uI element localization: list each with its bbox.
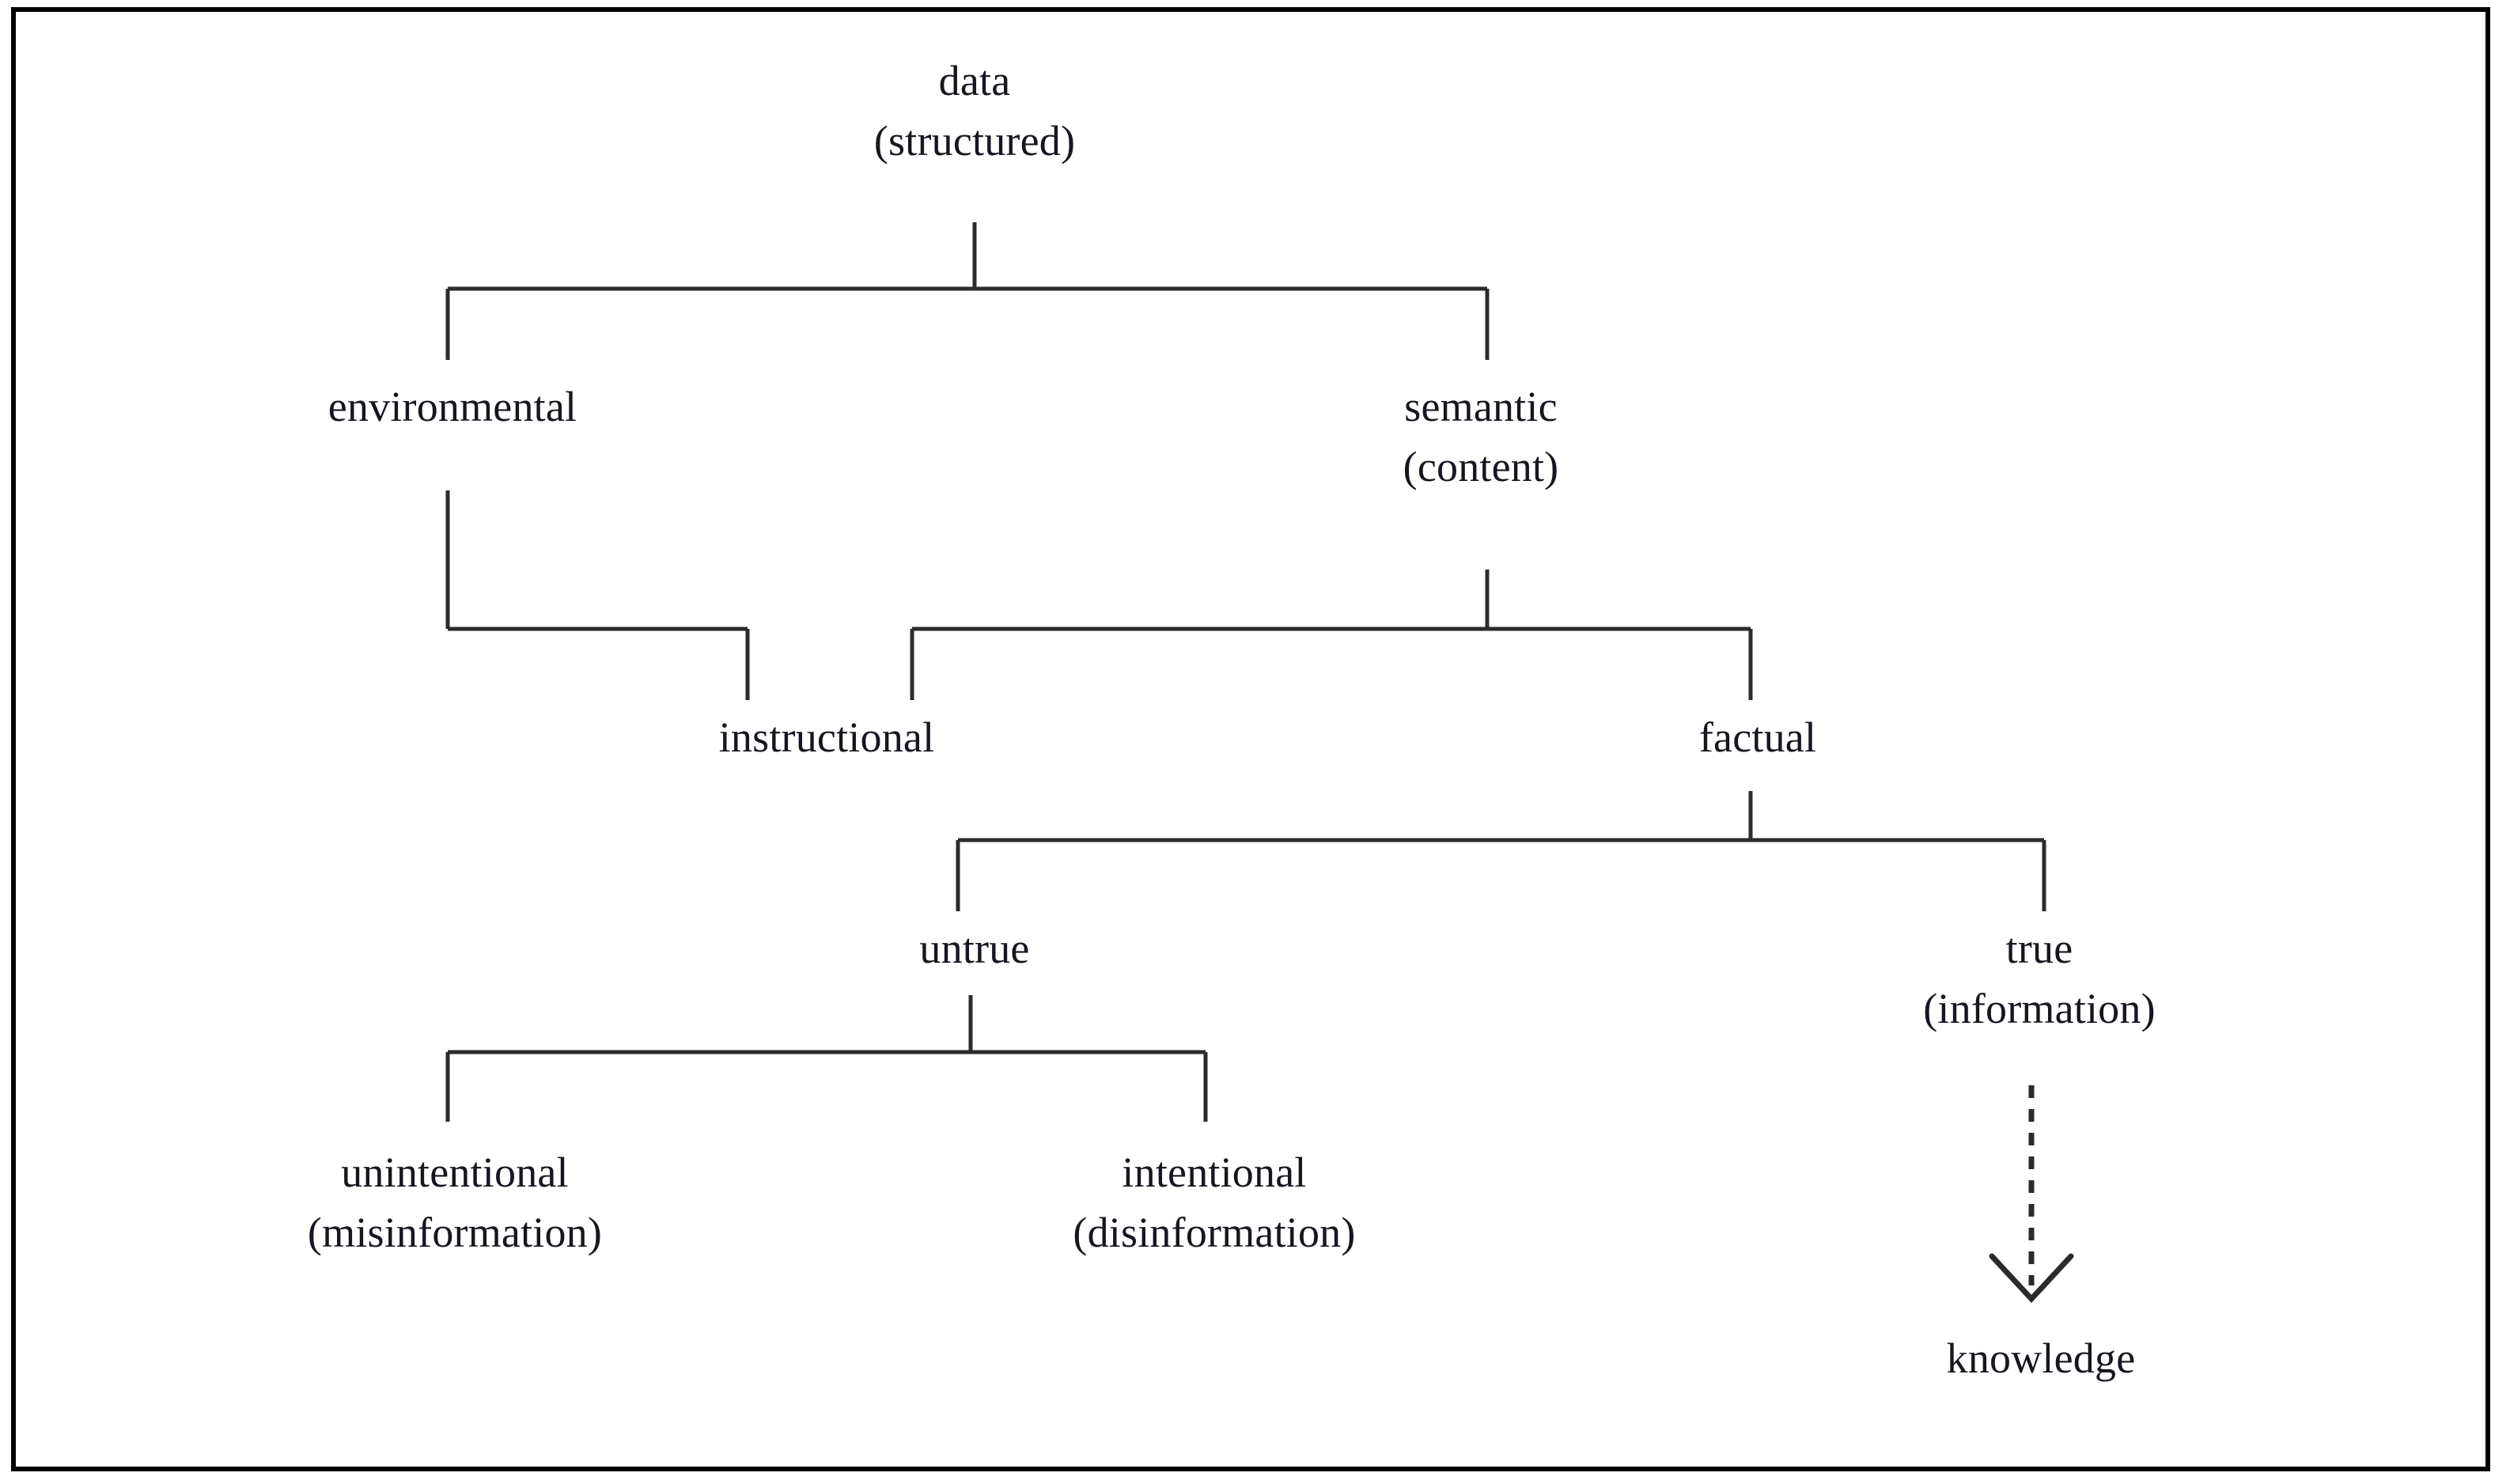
node-environmental-label: environmental	[327, 383, 577, 430]
node-intentional: intentional (disinformation)	[1073, 1151, 1355, 1254]
node-instructional: instructional	[719, 716, 935, 759]
node-unintentional: unintentional (misinformation)	[308, 1151, 602, 1254]
node-intentional-label: intentional	[1122, 1149, 1307, 1196]
node-data: data (structured)	[874, 59, 1075, 162]
node-data-sublabel: (structured)	[873, 117, 1076, 165]
node-untrue: untrue	[919, 927, 1029, 970]
figure-border	[11, 7, 2490, 1471]
node-true: true (information)	[1923, 927, 2156, 1030]
node-untrue-label: untrue	[919, 925, 1030, 972]
node-unintentional-label: unintentional	[341, 1149, 569, 1196]
node-semantic-label: semantic	[1404, 383, 1558, 430]
node-true-sublabel: (information)	[1923, 985, 2156, 1032]
node-environmental: environmental	[328, 385, 577, 428]
node-unintentional-sublabel: (misinformation)	[307, 1209, 603, 1256]
node-semantic-sublabel: (content)	[1403, 443, 1559, 490]
node-knowledge-label: knowledge	[1946, 1334, 2136, 1382]
node-factual-label: factual	[1698, 714, 1817, 761]
node-knowledge: knowledge	[1947, 1337, 2136, 1380]
node-semantic: semantic (content)	[1403, 385, 1559, 488]
node-instructional-label: instructional	[718, 714, 935, 761]
node-intentional-sublabel: (disinformation)	[1073, 1209, 1356, 1256]
node-data-label: data	[938, 57, 1011, 104]
node-true-label: true	[2005, 925, 2073, 972]
node-factual: factual	[1699, 716, 1816, 759]
